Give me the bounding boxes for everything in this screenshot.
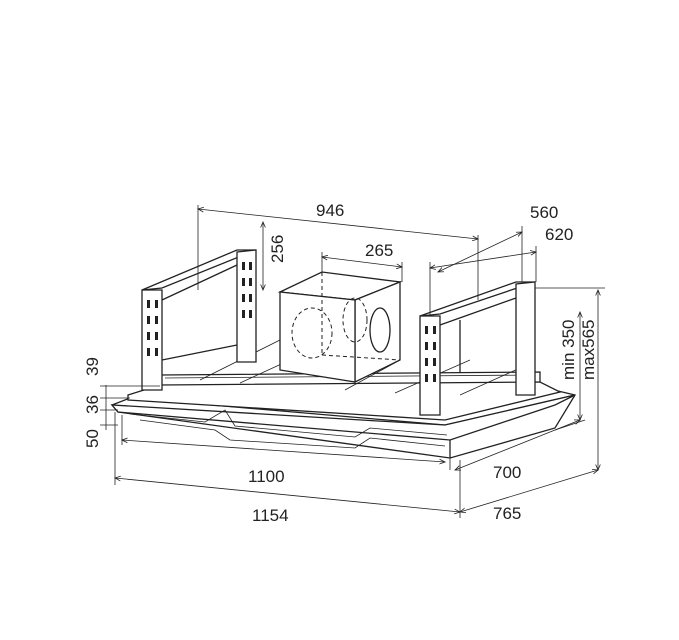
dim-max-565: max565	[579, 320, 598, 380]
dim-1154: 1154	[252, 506, 289, 525]
dim-620: 620	[545, 225, 573, 244]
left-frame	[141, 249, 257, 391]
right-frame	[419, 281, 536, 416]
dim-36: 36	[83, 395, 102, 414]
dim-39: 39	[83, 357, 102, 376]
dim-min-350: min 350	[559, 320, 578, 380]
dimension-lines	[100, 205, 605, 518]
dim-1100: 1100	[248, 467, 285, 486]
dim-765: 765	[493, 504, 521, 523]
motor-box	[277, 271, 403, 384]
dim-256: 256	[268, 235, 287, 263]
dim-946: 946	[316, 201, 344, 220]
dim-50: 50	[83, 429, 102, 448]
dim-265: 265	[365, 241, 393, 260]
dim-560: 560	[530, 203, 558, 222]
dim-700: 700	[493, 463, 521, 482]
